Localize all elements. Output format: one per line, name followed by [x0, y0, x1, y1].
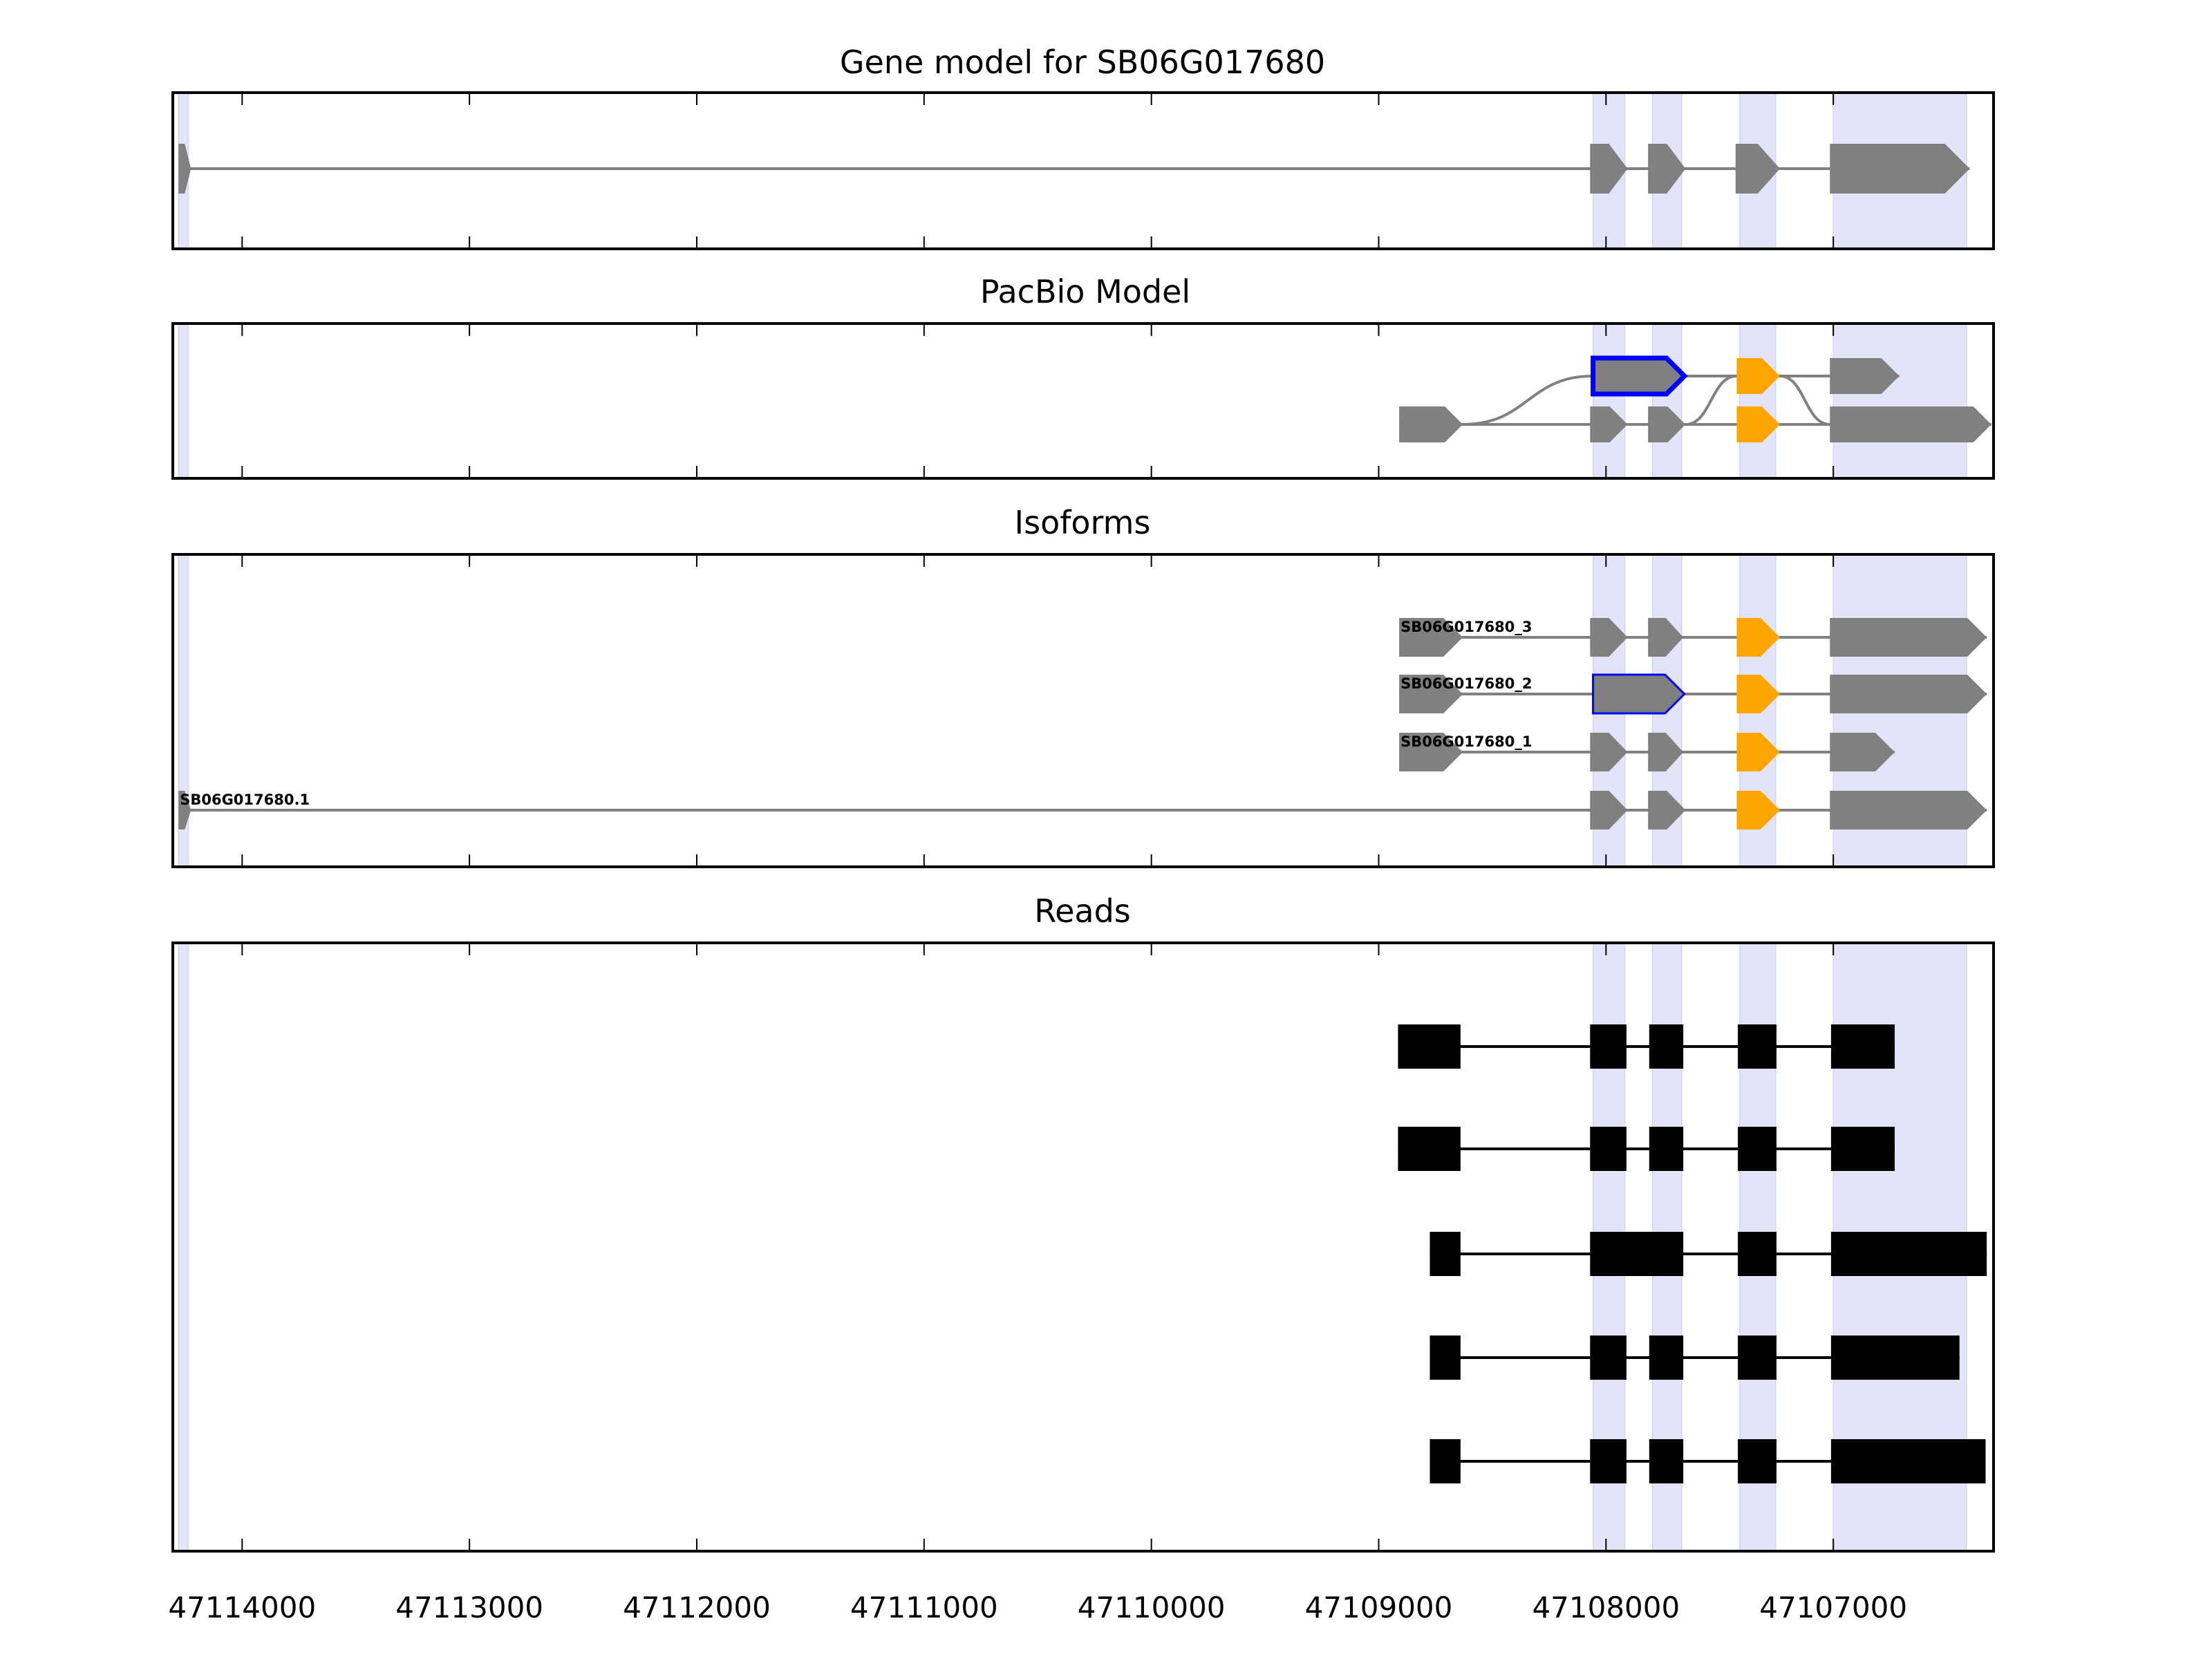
read-block [1738, 1127, 1777, 1171]
x-tick-label: 47108000 [1532, 1591, 1680, 1624]
alt-exon [1736, 791, 1780, 830]
read-block [1590, 1335, 1627, 1380]
exon [1830, 144, 1970, 194]
panel-reads [171, 941, 1995, 1553]
exon [1590, 733, 1628, 771]
exon [1830, 675, 1987, 713]
exon [1590, 791, 1628, 830]
read-block [1738, 1232, 1777, 1276]
panel-title-pacbio: PacBio Model [980, 273, 1190, 310]
axes-frame [171, 941, 1995, 1553]
axes-frame [171, 553, 1995, 868]
read-block [1430, 1335, 1461, 1380]
exon [178, 144, 191, 194]
exon [1648, 791, 1686, 830]
panel-title-gene-model: Gene model for SB06G017680 [840, 44, 1325, 81]
read-block [1590, 1232, 1684, 1276]
axes-frame [171, 91, 1995, 250]
x-tick-label: 47107000 [1759, 1591, 1907, 1624]
x-tick-label: 47112000 [623, 1591, 771, 1624]
shaded-exon-region [1738, 323, 1777, 479]
exon [1399, 733, 1463, 771]
highlighted-exon [1591, 355, 1688, 397]
isoform-label: SB06G017680_3 [1400, 619, 1532, 635]
panel-title-reads: Reads [1034, 892, 1131, 930]
read-block [1649, 1439, 1684, 1483]
exon [1830, 791, 1987, 830]
read-block [1830, 1127, 1895, 1171]
exon [1830, 358, 1900, 394]
shaded-exon-region [1592, 323, 1626, 479]
x-tick-label: 47109000 [1305, 1591, 1453, 1624]
read-block [1398, 1024, 1461, 1069]
exon [1648, 733, 1684, 771]
read-block [1830, 1232, 1987, 1276]
exon [1399, 675, 1463, 713]
exon [1590, 144, 1628, 194]
panel-title-isoforms: Isoforms [1015, 504, 1151, 541]
alt-exon [1736, 733, 1780, 771]
read-block [1398, 1127, 1461, 1171]
read-block [1649, 1335, 1684, 1380]
x-tick-label: 47111000 [850, 1591, 998, 1624]
shaded-exon-region [1651, 323, 1683, 479]
exon [1648, 406, 1686, 442]
alt-exon [1736, 406, 1780, 442]
splice-connector [1463, 375, 1593, 426]
exon [1648, 618, 1684, 657]
highlighted-exon [1592, 673, 1686, 715]
read-block [1590, 1024, 1627, 1069]
alt-exon [1736, 618, 1780, 657]
isoform-label: SB06G017680_1 [1400, 733, 1532, 750]
exon [1735, 144, 1780, 194]
exon [1648, 144, 1686, 194]
exon [1830, 733, 1895, 771]
x-tick-label: 47113000 [395, 1591, 543, 1624]
read-block [1830, 1335, 1960, 1380]
exon [1830, 406, 1991, 442]
shaded-exon-region [178, 323, 189, 479]
shaded-exon-region [178, 942, 189, 1552]
panel-model [171, 91, 1995, 250]
read-block [1430, 1232, 1461, 1276]
panel-pacbio [171, 322, 1995, 480]
read-block [1738, 1439, 1777, 1483]
read-block [1590, 1439, 1627, 1483]
read-block [1830, 1439, 1986, 1483]
alt-exon [1736, 358, 1780, 394]
read-block [1738, 1335, 1777, 1380]
exon [1590, 618, 1628, 657]
alt-exon [1736, 675, 1780, 713]
read-block [1590, 1127, 1627, 1171]
exon [1399, 406, 1463, 442]
exon [1590, 406, 1628, 442]
shaded-exon-region [1833, 323, 1967, 479]
panel-isoforms [171, 553, 1995, 868]
x-tick-label: 47110000 [1078, 1591, 1226, 1624]
isoform-label: SB06G017680.1 [180, 791, 310, 808]
read-block [1649, 1024, 1684, 1069]
read-block [1649, 1127, 1684, 1171]
x-tick-label: 47114000 [168, 1591, 316, 1624]
splice-connector [1685, 375, 1737, 426]
read-block [1430, 1439, 1461, 1483]
x-tick-labels: 47114000 47113000 47112000 47111000 4711… [168, 1591, 1907, 1624]
exon [1399, 618, 1463, 657]
read-block [1830, 1024, 1895, 1069]
exon [1830, 618, 1987, 657]
exon [178, 791, 191, 830]
isoform-label: SB06G017680_2 [1400, 675, 1532, 692]
splice-connector [1779, 375, 1830, 426]
read-block [1738, 1024, 1777, 1069]
axes-frame [171, 322, 1995, 480]
